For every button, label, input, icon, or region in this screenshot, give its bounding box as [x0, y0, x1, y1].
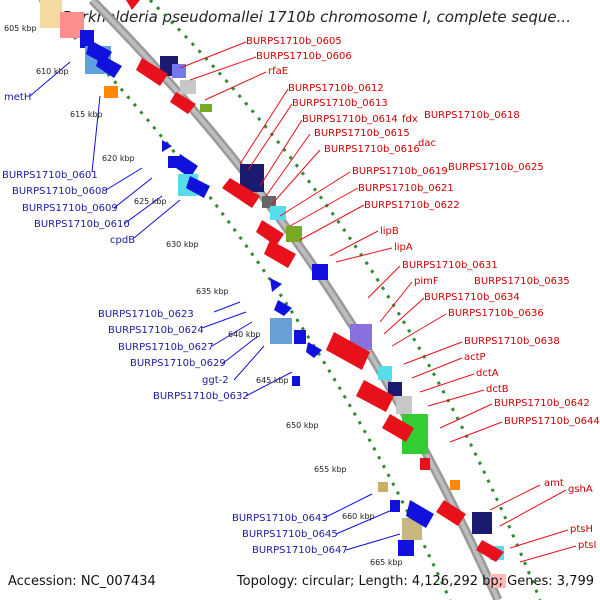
- gene-label-BURPS1710b_0615[interactable]: BURPS1710b_0615: [314, 128, 410, 139]
- gene-label-BURPS1710b_0612[interactable]: BURPS1710b_0612: [288, 83, 384, 94]
- gene-label-BURPS1710b_0606[interactable]: BURPS1710b_0606: [256, 51, 352, 62]
- gene-label-BURPS1710b_0632[interactable]: BURPS1710b_0632: [153, 391, 249, 402]
- gene-label-dac[interactable]: dac: [418, 138, 436, 149]
- gene-label-BURPS1710b_0605[interactable]: BURPS1710b_0605: [246, 36, 342, 47]
- gene-label-BURPS1710b_0618[interactable]: BURPS1710b_0618: [424, 110, 520, 121]
- gene-label-BURPS1710b_0614[interactable]: BURPS1710b_0614: [302, 114, 398, 125]
- scale-tick-650: 650 kbp: [286, 421, 319, 430]
- gene-label-BURPS1710b_0625[interactable]: BURPS1710b_0625: [448, 162, 544, 173]
- gene-label-BURPS1710b_0609[interactable]: BURPS1710b_0609: [22, 203, 118, 214]
- scale-tick-605: 605 kbp: [4, 24, 37, 33]
- gene-label-BURPS1710b_0635[interactable]: BURPS1710b_0635: [474, 276, 570, 287]
- gene-label-BURPS1710b_0624[interactable]: BURPS1710b_0624: [108, 325, 204, 336]
- gene-label-lipA[interactable]: lipA: [394, 242, 413, 253]
- scale-tick-615: 615 kbp: [70, 110, 103, 119]
- gene-label-metH[interactable]: metH: [4, 92, 32, 103]
- scale-tick-640: 640 kbp: [228, 330, 261, 339]
- gene-label-BURPS1710b_0622[interactable]: BURPS1710b_0622: [364, 200, 460, 211]
- left-label-connectors: [29, 61, 401, 551]
- gene-label-BURPS1710b_0627[interactable]: BURPS1710b_0627: [118, 342, 214, 353]
- gene-label-ggt-2[interactable]: ggt-2: [202, 375, 229, 386]
- gene-label-BURPS1710b_0644[interactable]: BURPS1710b_0644: [504, 416, 600, 427]
- gene-label-BURPS1710b_0621[interactable]: BURPS1710b_0621: [358, 183, 454, 194]
- scale-tick-635: 635 kbp: [196, 287, 229, 296]
- gene-label-BURPS1710b_0647[interactable]: BURPS1710b_0647: [252, 545, 348, 556]
- scale-tick-610: 610 kbp: [36, 67, 69, 76]
- topology-summary-text: Topology: circular; Length: 4,126,292 bp…: [236, 574, 594, 589]
- gene-label-BURPS1710b_0631[interactable]: BURPS1710b_0631: [402, 260, 498, 271]
- scale-tick-645: 645 kbp: [256, 376, 289, 385]
- gene-label-fdx[interactable]: fdx: [402, 114, 418, 125]
- gene-label-ptsH[interactable]: ptsH: [570, 524, 593, 535]
- accession-text: Accession: NC_007434: [8, 574, 156, 589]
- map-title: Burkholderia pseudomallei 1710b chromoso…: [62, 8, 571, 26]
- scale-tick-655: 655 kbp: [314, 465, 347, 474]
- scale-tick-625: 625 kbp: [134, 197, 167, 206]
- gene-label-rfaE[interactable]: rfaE: [268, 66, 289, 77]
- scale-tick-630: 630 kbp: [166, 240, 199, 249]
- gene-label-pimF[interactable]: pimF: [414, 276, 439, 287]
- gene-label-BURPS1710b_0645[interactable]: BURPS1710b_0645: [242, 529, 338, 540]
- gene-label-BURPS1710b_0636[interactable]: BURPS1710b_0636: [448, 308, 544, 319]
- gene-label-lipB[interactable]: lipB: [380, 226, 399, 237]
- gene-label-BURPS1710b_0601[interactable]: BURPS1710b_0601: [2, 170, 98, 181]
- feature-track-guides: [38, 0, 542, 600]
- gene-label-ptsI[interactable]: ptsI: [578, 540, 597, 551]
- gene-label-BURPS1710b_0638[interactable]: BURPS1710b_0638: [464, 336, 560, 347]
- gene-label-BURPS1710b_0629[interactable]: BURPS1710b_0629: [130, 358, 226, 369]
- gene-label-cpdB[interactable]: cpdB: [110, 235, 136, 246]
- right-label-connectors: [179, 41, 577, 563]
- scale-tick-665: 665 kbp: [370, 558, 403, 567]
- gene-label-BURPS1710b_0619[interactable]: BURPS1710b_0619: [352, 166, 448, 177]
- gene-label-BURPS1710b_0610[interactable]: BURPS1710b_0610: [34, 219, 130, 230]
- forward-strand-features: [126, 0, 506, 588]
- gene-label-BURPS1710b_0613[interactable]: BURPS1710b_0613: [292, 98, 388, 109]
- gene-label-dctB[interactable]: dctB: [486, 384, 509, 395]
- gene-label-actP[interactable]: actP: [464, 352, 486, 363]
- gene-label-BURPS1710b_0623[interactable]: BURPS1710b_0623: [98, 309, 194, 320]
- gene-label-BURPS1710b_0643[interactable]: BURPS1710b_0643: [232, 513, 328, 524]
- gene-label-dctA[interactable]: dctA: [476, 368, 499, 379]
- gene-label-gshA[interactable]: gshA: [568, 484, 593, 495]
- gene-label-BURPS1710b_0608[interactable]: BURPS1710b_0608: [12, 186, 108, 197]
- scale-tick-620: 620 kbp: [102, 154, 135, 163]
- scale-tick-660: 660 kbp: [342, 512, 375, 521]
- gene-label-BURPS1710b_0634[interactable]: BURPS1710b_0634: [424, 292, 520, 303]
- gene-label-amt[interactable]: amt: [544, 478, 564, 489]
- gene-label-BURPS1710b_0642[interactable]: BURPS1710b_0642: [494, 398, 590, 409]
- reverse-strand-features: [40, 0, 434, 556]
- gene-label-BURPS1710b_0616[interactable]: BURPS1710b_0616: [324, 144, 420, 155]
